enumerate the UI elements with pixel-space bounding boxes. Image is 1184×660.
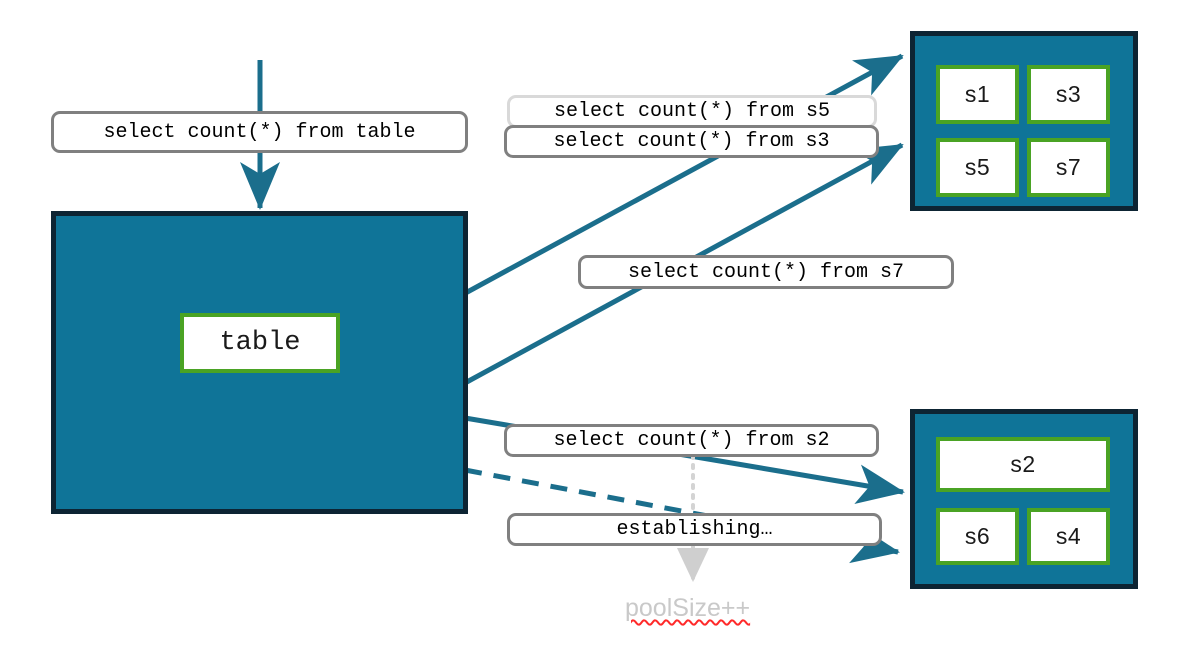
node-s5[interactable]: s5	[936, 138, 1019, 197]
label-query-s7[interactable]: select count(*) from s7	[578, 255, 954, 289]
node-s4[interactable]: s4	[1027, 508, 1110, 565]
node-s2[interactable]: s2	[936, 437, 1110, 492]
node-s6[interactable]: s6	[936, 508, 1019, 565]
node-s7[interactable]: s7	[1027, 138, 1110, 197]
node-table[interactable]: table	[180, 313, 340, 373]
node-s3[interactable]: s3	[1027, 65, 1110, 124]
label-query-s3[interactable]: select count(*) from s3	[504, 125, 879, 158]
label-query-s2[interactable]: select count(*) from s2	[504, 424, 879, 457]
label-establishing[interactable]: establishing…	[507, 513, 882, 546]
label-incoming-query[interactable]: select count(*) from table	[51, 111, 468, 153]
annotation-poolsize: poolSize++	[625, 594, 751, 622]
node-s1[interactable]: s1	[936, 65, 1019, 124]
label-query-s5[interactable]: select count(*) from s5	[507, 95, 877, 128]
